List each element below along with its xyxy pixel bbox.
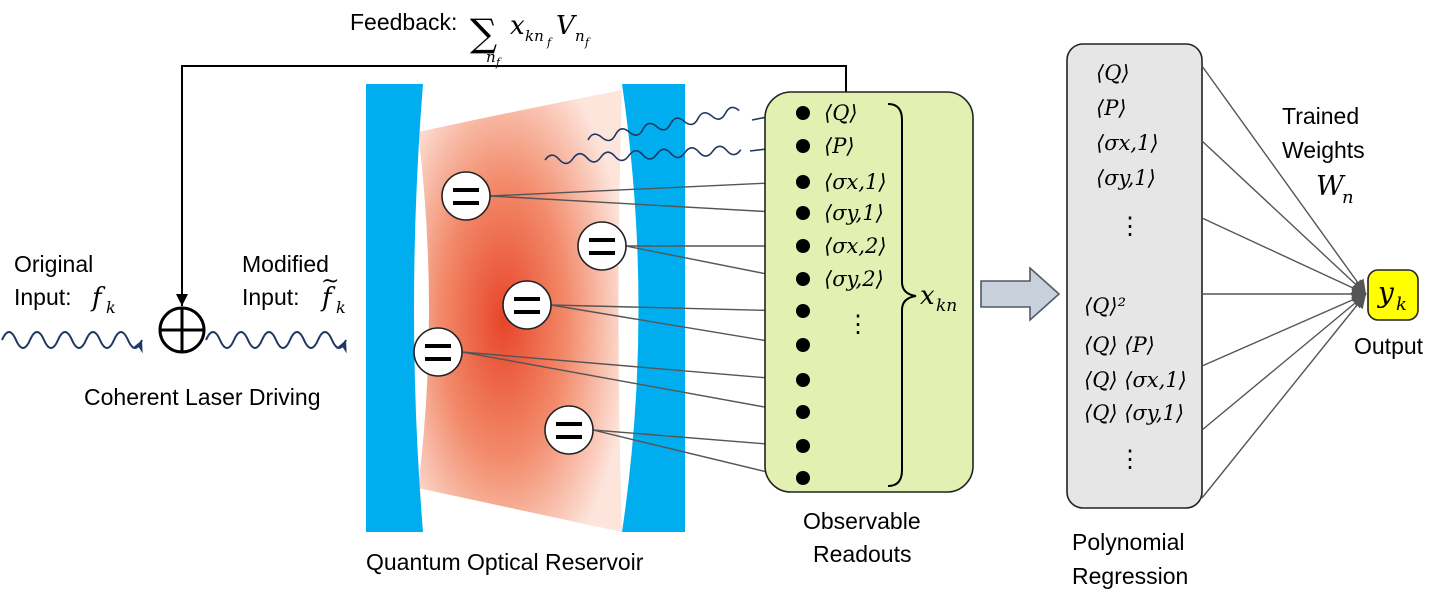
feedback-term-v-sub: n bbox=[575, 27, 585, 45]
atom-icon bbox=[544, 405, 594, 455]
weights-sub: n bbox=[1342, 187, 1354, 208]
original-input-wave bbox=[1, 331, 143, 354]
left-mirror bbox=[366, 84, 423, 532]
readout-item: ⟨σx,1⟩ bbox=[824, 170, 887, 194]
wave-to-p bbox=[544, 145, 742, 165]
adder-icon bbox=[158, 306, 206, 354]
readout-brace-label: x bbox=[920, 281, 935, 311]
atom-icon bbox=[502, 280, 552, 330]
sum-index: n bbox=[486, 48, 496, 66]
sum-index-sub: f bbox=[495, 56, 502, 69]
readouts-panel: ⟨Q⟩ ⟨P⟩ ⟨σx,1⟩ ⟨σy,1⟩ ⟨σx,2⟩ ⟨σy,2⟩ ⋮ x … bbox=[764, 91, 974, 567]
adder-label: Coherent Laser Driving bbox=[84, 384, 321, 410]
atom-readout-arrows bbox=[461, 178, 793, 480]
feedback-term-v: V bbox=[556, 11, 577, 41]
weight-lines bbox=[1201, 65, 1367, 499]
readout-brace bbox=[887, 103, 917, 487]
original-input-sub: k bbox=[106, 298, 116, 317]
output-box bbox=[1367, 269, 1419, 321]
readout-item: ⟨σx,2⟩ bbox=[824, 234, 887, 258]
output-symbol: y bbox=[1376, 276, 1395, 309]
readouts-box bbox=[764, 91, 974, 493]
feedback-term-x-sub: kn bbox=[525, 27, 544, 45]
reservoir-label: Quantum Optical Reservoir bbox=[366, 549, 644, 575]
readout-dots bbox=[796, 106, 810, 485]
original-input-label-line1: Original bbox=[14, 251, 93, 277]
original-input-symbol: f bbox=[90, 283, 106, 313]
process-arrow-icon bbox=[980, 266, 1061, 322]
wave-to-q bbox=[587, 106, 740, 142]
atom-icon bbox=[413, 327, 463, 377]
readout-item: ⟨σy,1⟩ bbox=[824, 201, 884, 225]
regression-item: ⟨σy,1⟩ bbox=[1096, 166, 1156, 190]
regression-box bbox=[1066, 43, 1203, 509]
weights-line1: Trained bbox=[1282, 103, 1359, 129]
weights-line2: Weights bbox=[1282, 137, 1365, 163]
regression-item: ⟨σx,1⟩ bbox=[1096, 131, 1159, 155]
modified-input-wave bbox=[205, 331, 347, 354]
feedback-term-x: x bbox=[510, 11, 525, 41]
modified-input-label-line1: Modified bbox=[242, 251, 329, 277]
feedback-label: Feedback: bbox=[350, 9, 457, 35]
weights-label: Trained Weights W n bbox=[1282, 103, 1365, 208]
atoms bbox=[413, 171, 627, 455]
input-section: Original Input: f k Modified Input: f ~ … bbox=[1, 251, 347, 410]
regression-item: ⟨Q⟩ ⟨σx,1⟩ bbox=[1084, 368, 1187, 392]
regression-item: ⟨Q⟩ bbox=[1096, 61, 1130, 85]
feedback-term-v-sub2: f bbox=[584, 36, 591, 49]
output-sub: k bbox=[1396, 294, 1407, 315]
modified-input-label-line2: Input: bbox=[242, 284, 300, 310]
modified-input-sub: k bbox=[336, 298, 346, 317]
readout-item: ⟨Q⟩ bbox=[824, 101, 858, 125]
regression-ellipsis-bottom: ⋮ bbox=[1118, 445, 1142, 473]
atom-icon bbox=[441, 171, 491, 221]
regression-item: ⟨Q⟩² bbox=[1084, 294, 1126, 318]
regression-item: ⟨Q⟩ ⟨P⟩ bbox=[1084, 333, 1155, 357]
regression-caption-line1: Polynomial bbox=[1072, 529, 1185, 555]
readouts-caption-line1: Observable bbox=[803, 508, 921, 534]
regression-ellipsis-top: ⋮ bbox=[1118, 212, 1142, 240]
readout-ellipsis: ⋮ bbox=[846, 310, 870, 338]
regression-item: ⟨Q⟩ ⟨σy,1⟩ bbox=[1084, 401, 1184, 425]
regression-item: ⟨P⟩ bbox=[1096, 96, 1127, 120]
output-node: y k Output bbox=[1354, 269, 1424, 359]
regression-panel: ⟨Q⟩ ⟨P⟩ ⟨σx,1⟩ ⟨σy,1⟩ ⋮ ⟨Q⟩² ⟨Q⟩ ⟨P⟩ ⟨Q⟩… bbox=[1066, 43, 1203, 589]
feedback-loop: Feedback: ∑ x kn f V n f n f bbox=[176, 9, 847, 306]
modified-input-tilde: ~ bbox=[321, 269, 339, 294]
output-label: Output bbox=[1354, 333, 1424, 359]
readout-brace-sub: kn bbox=[936, 296, 957, 316]
regression-caption-line2: Regression bbox=[1072, 563, 1188, 589]
feedback-line bbox=[176, 65, 847, 306]
readout-item: ⟨σy,2⟩ bbox=[824, 267, 884, 291]
feedback-term-x-sub2: f bbox=[546, 36, 553, 49]
original-input-label-line2: Input: bbox=[14, 284, 72, 310]
sum-symbol: ∑ bbox=[470, 11, 497, 55]
atom-icon bbox=[577, 221, 627, 271]
weights-symbol: W bbox=[1316, 171, 1346, 202]
readout-item: ⟨P⟩ bbox=[824, 134, 855, 158]
readouts-caption-line2: Readouts bbox=[813, 541, 911, 567]
